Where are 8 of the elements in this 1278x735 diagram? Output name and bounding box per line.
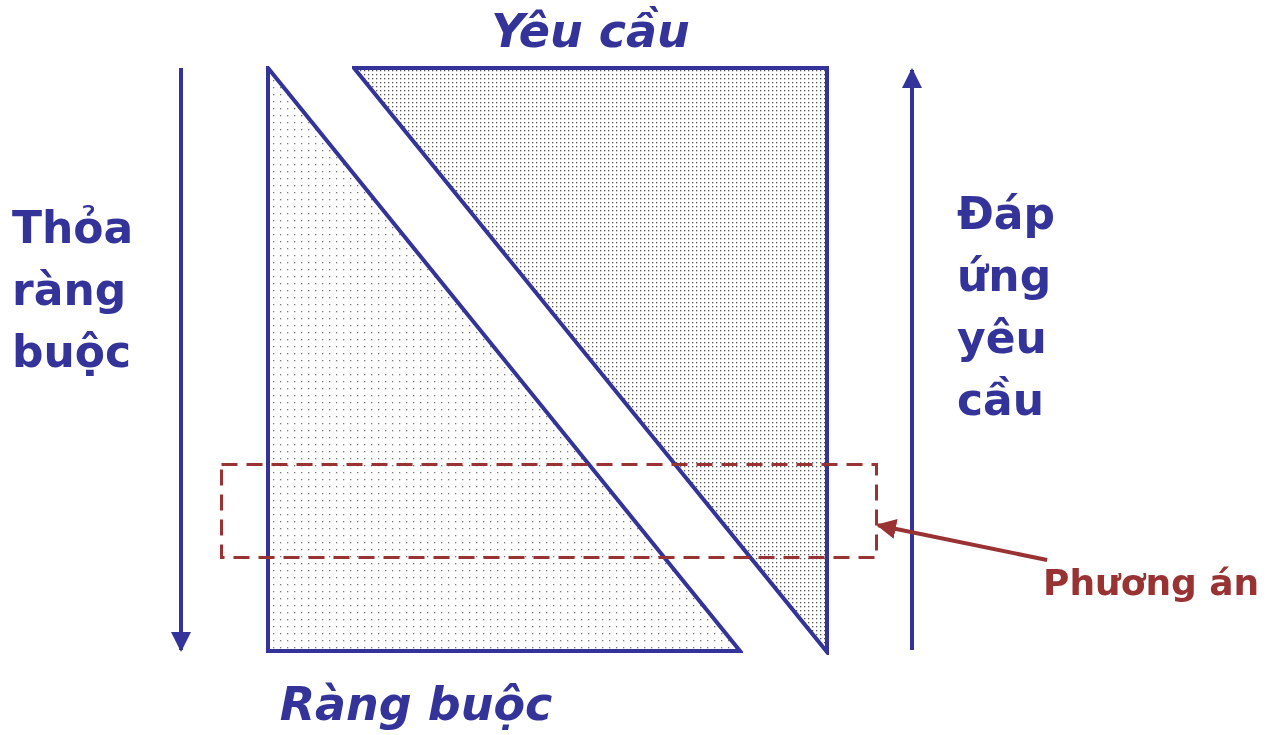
- leader-arrow: [876, 519, 1048, 562]
- triangle-area: [352, 8, 829, 655]
- callout-label: Phương án: [1043, 560, 1275, 606]
- axis-caption: Đáp ứng yêu cầu: [957, 187, 1057, 427]
- triangle-title: Ràng buộc: [279, 677, 553, 731]
- triangle-title: Yêu cầu: [491, 4, 690, 58]
- dashed-box: [220, 463, 878, 559]
- axis-caption: Thỏa ràng buộc: [12, 201, 135, 379]
